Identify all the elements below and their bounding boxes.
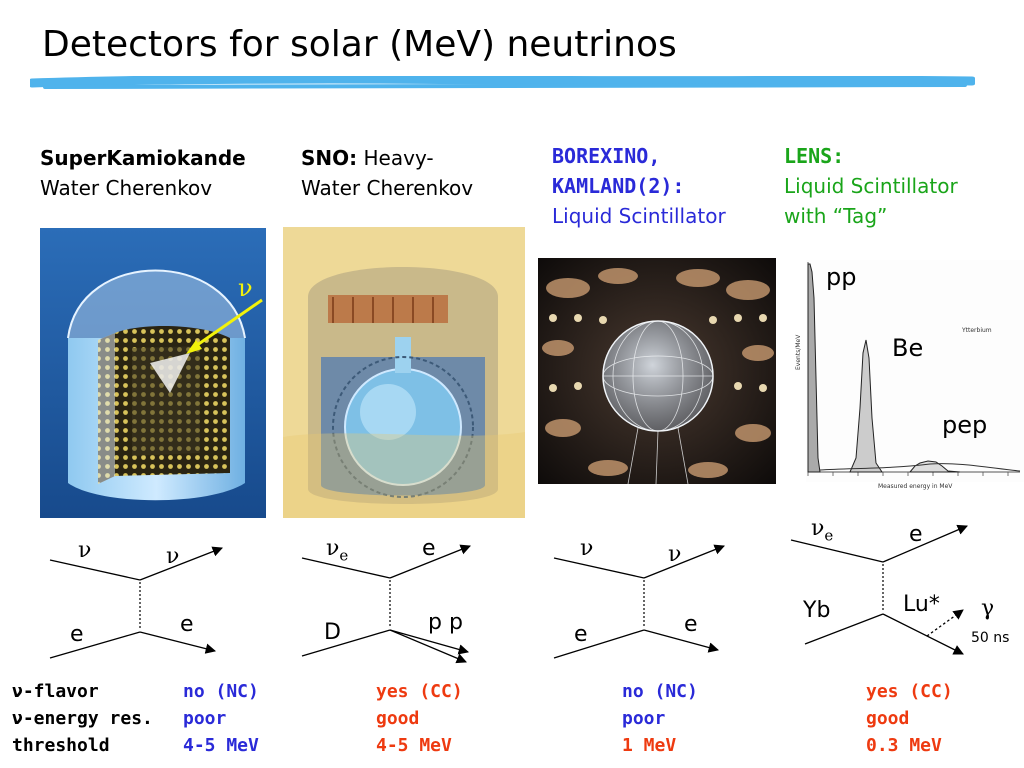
detector-type: Liquid Scintillator xyxy=(552,204,726,228)
threshold-value: 1 MeV xyxy=(622,735,677,756)
detector-name: KAMLAND(2): xyxy=(552,174,685,198)
sno-image xyxy=(283,227,525,518)
outgoing-electron: e xyxy=(684,612,698,637)
delay-label: 50 ns xyxy=(971,630,1010,646)
deuteron: D xyxy=(324,620,341,645)
lens-spectrum-image: Ytterbium Measured energy in MeV Events/… xyxy=(790,258,1024,490)
gamma-symbol: γ xyxy=(981,596,995,621)
slide-title: Detectors for solar (MeV) neutrinos xyxy=(42,24,677,65)
outgoing-neutrino: ν xyxy=(668,542,682,567)
outgoing-electron: e xyxy=(422,536,436,561)
detector-type-part: Heavy- xyxy=(363,146,434,170)
superk-properties: no (NC) poor 4-5 MeV xyxy=(183,678,259,759)
lutetium-excited-label: Lu* xyxy=(903,592,940,617)
incoming-electron-neutrino: νe xyxy=(811,516,833,544)
title-underline xyxy=(30,76,975,90)
threshold-value: 4-5 MeV xyxy=(183,735,259,756)
peak-label-pp: pp xyxy=(826,263,857,291)
detector-type-part: Liquid Scintillator xyxy=(784,174,958,198)
diagram-superk: ν ν e e xyxy=(40,530,280,660)
sno-properties: yes (CC) good 4-5 MeV xyxy=(376,678,463,759)
detector-name: SNO: xyxy=(301,146,358,170)
flavor-label: ν-flavor xyxy=(12,681,99,702)
peak-label-pep: pep xyxy=(942,411,988,439)
resolution-value: good xyxy=(866,708,910,729)
threshold-value: 4-5 MeV xyxy=(376,735,452,756)
threshold-label: threshold xyxy=(12,735,110,756)
nu-subscript: e xyxy=(824,526,834,545)
incoming-neutrino: ν xyxy=(78,538,92,563)
diagram-lens: νe e Yb Lu* γ 50 ns xyxy=(785,512,1024,662)
detector-name: BOREXINO, xyxy=(552,144,661,168)
incoming-electron-neutrino: νe xyxy=(326,536,348,564)
borexino-properties: no (NC) poor 1 MeV xyxy=(622,678,698,759)
resolution-value: poor xyxy=(622,708,666,729)
detector-type-part: Water Cherenkov xyxy=(301,176,474,200)
flavor-value: yes (CC) xyxy=(376,681,463,702)
superk-header: SuperKamiokande Water Cherenkov xyxy=(40,143,246,203)
detector-name: SuperKamiokande xyxy=(40,146,246,170)
peak-label-be: Be xyxy=(892,334,924,362)
resolution-value: good xyxy=(376,708,420,729)
borexino-image xyxy=(538,258,776,484)
flavor-value: no (NC) xyxy=(183,681,259,702)
outgoing-protons: p p xyxy=(428,610,463,635)
sno-header: SNO: Heavy- Water Cherenkov xyxy=(301,143,473,203)
flavor-value: yes (CC) xyxy=(866,681,953,702)
incoming-electron: e xyxy=(574,622,588,647)
spectrum-xlabel: Measured energy in MeV xyxy=(878,483,953,490)
flavor-value: no (NC) xyxy=(622,681,698,702)
superkamiokande-image: ν xyxy=(40,228,266,518)
nu-symbol: ν xyxy=(326,536,340,561)
lens-properties: yes (CC) good 0.3 MeV xyxy=(866,678,953,759)
property-row-labels: ν-flavor ν-energy res. threshold xyxy=(12,678,153,759)
neutrino-symbol: ν xyxy=(238,274,253,302)
detector-type-part: with “Tag” xyxy=(784,204,888,228)
ytterbium-label: Yb xyxy=(803,598,831,623)
energy-resolution-label: ν-energy res. xyxy=(12,708,153,729)
detector-type: Water Cherenkov xyxy=(40,176,213,200)
lens-header: LENS: Liquid Scintillator with “Tag” xyxy=(784,141,958,231)
nu-symbol: ν xyxy=(811,516,825,541)
incoming-neutrino: ν xyxy=(580,536,594,561)
spectrum-ylabel: Events/MeV xyxy=(795,334,802,370)
outgoing-electron: e xyxy=(909,522,923,547)
outgoing-neutrino: ν xyxy=(166,544,180,569)
borexino-header: BOREXINO, KAMLAND(2): Liquid Scintillato… xyxy=(552,141,726,231)
incoming-electron: e xyxy=(70,622,84,647)
diagram-sno: νe e D p p xyxy=(290,530,530,665)
threshold-value: 0.3 MeV xyxy=(866,735,942,756)
spectrum-legend: Ytterbium xyxy=(961,327,992,334)
detector-name: LENS: xyxy=(784,144,845,168)
nu-subscript: e xyxy=(339,546,349,565)
diagram-borexino: ν ν e e xyxy=(540,530,780,660)
resolution-value: poor xyxy=(183,708,227,729)
outgoing-electron: e xyxy=(180,612,194,637)
